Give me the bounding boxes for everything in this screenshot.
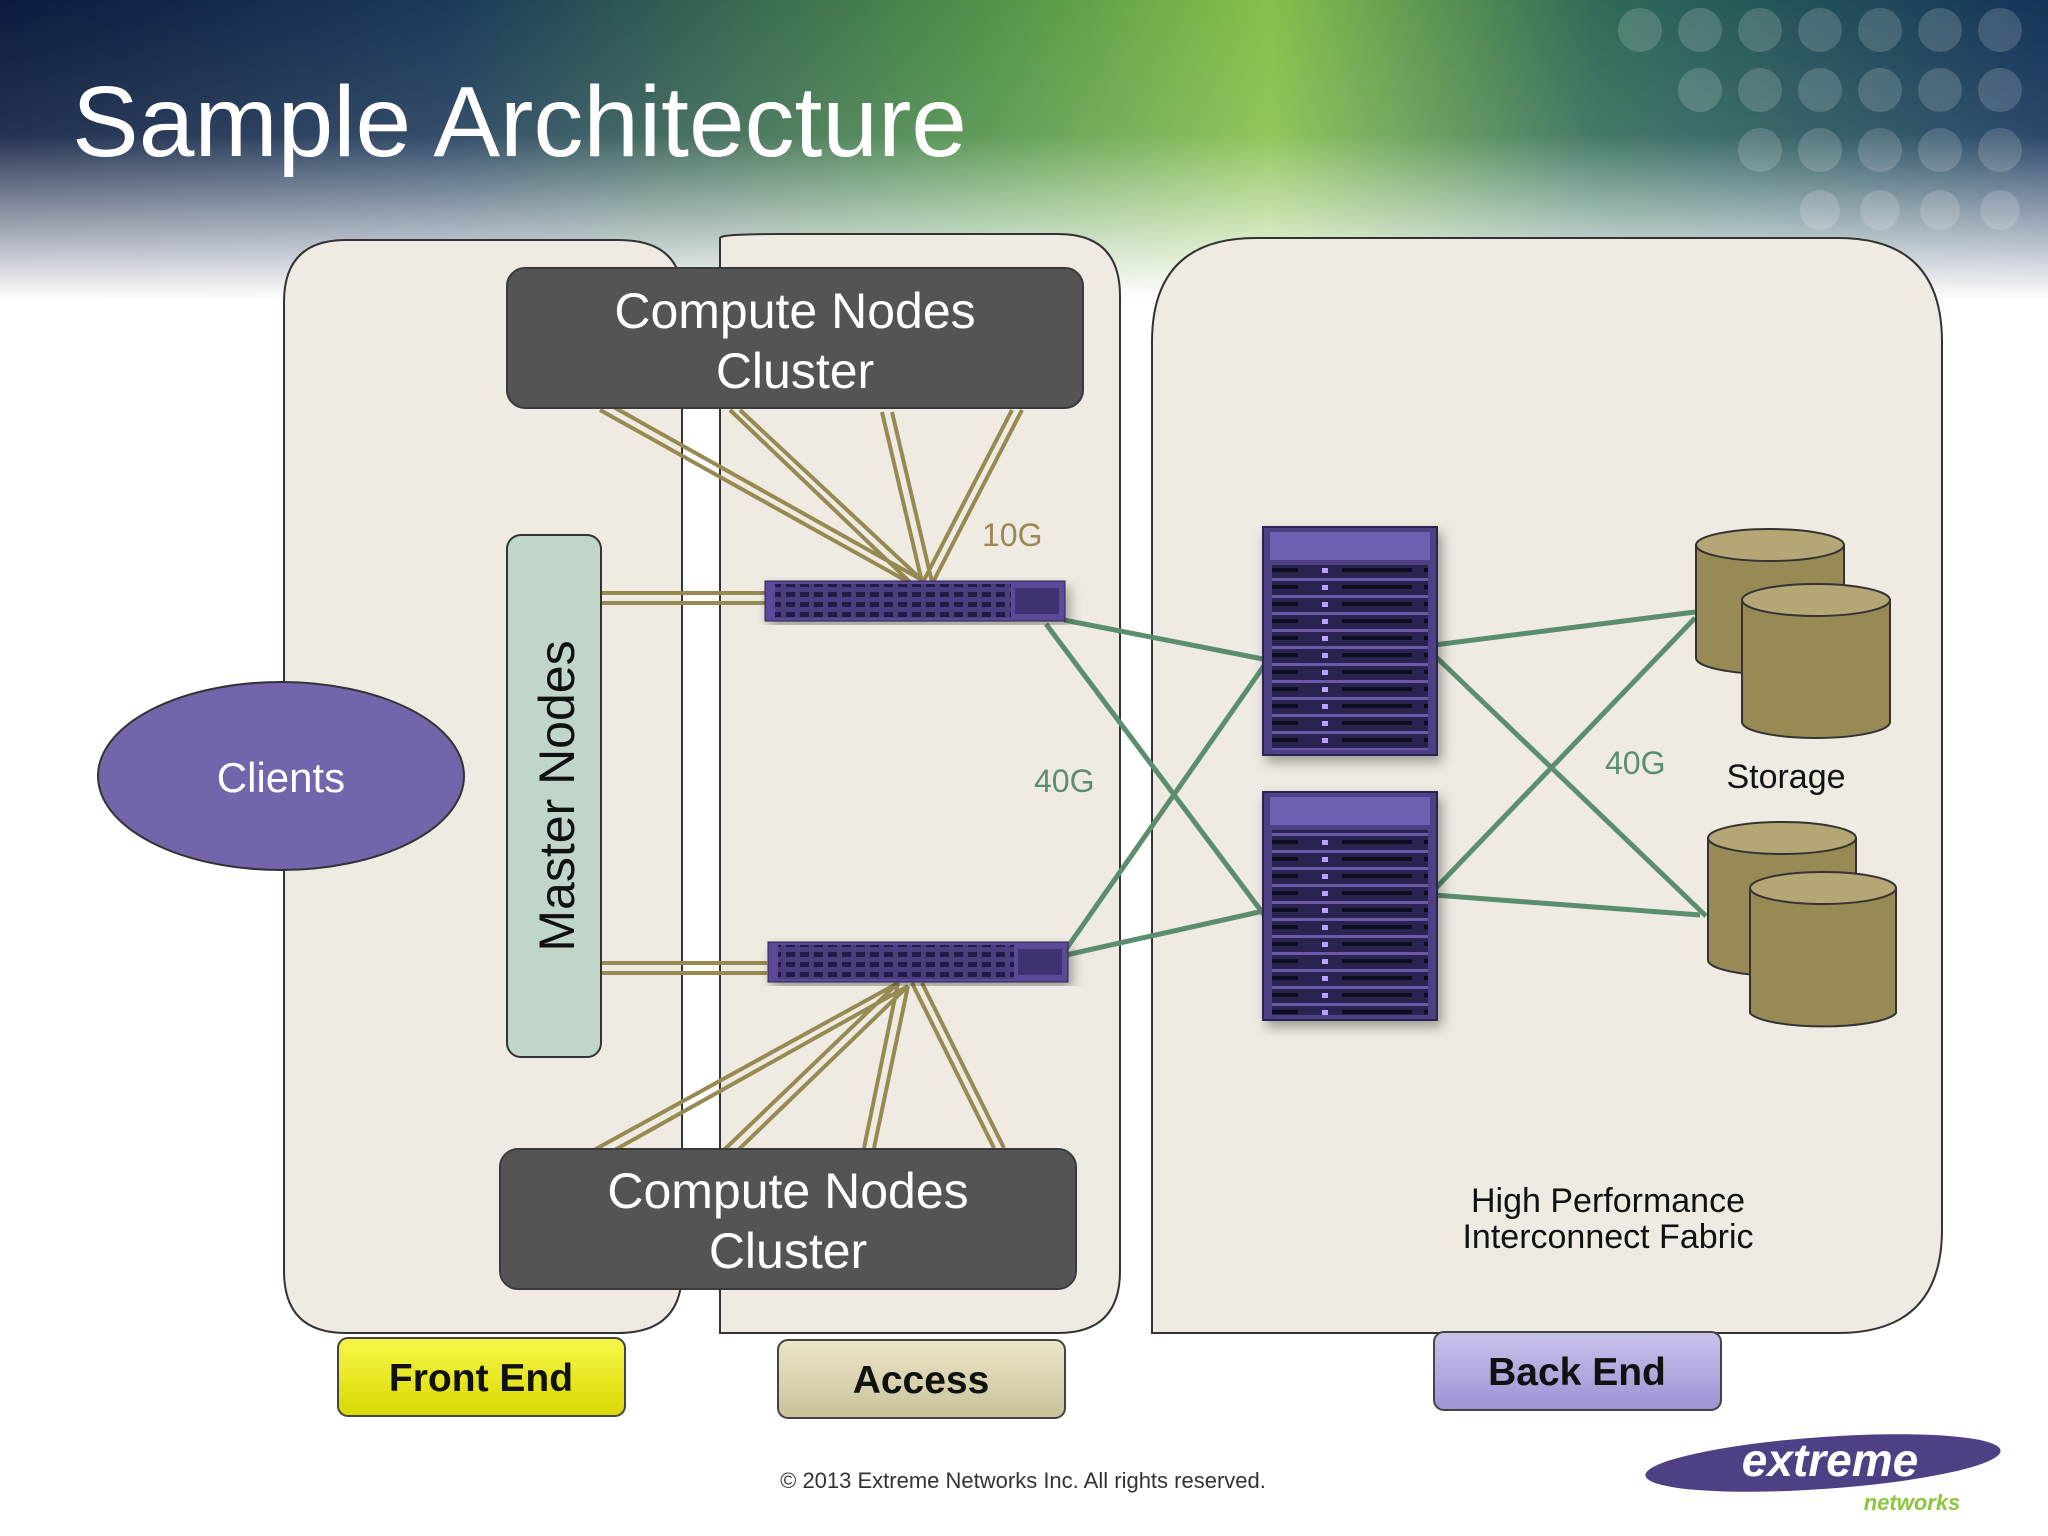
link-40g-access-label: 40G [1034, 763, 1094, 799]
fabric-label-line1: High Performance [1471, 1182, 1745, 1220]
back-end-button-label: Back End [1488, 1351, 1666, 1394]
compute-cluster-top-line2: Cluster [716, 343, 874, 399]
zone-back-end-panel [1151, 237, 1943, 1334]
storage-cylinder [1741, 583, 1891, 739]
compute-cluster-top-line1: Compute Nodes [614, 283, 975, 339]
access-button[interactable]: Access [777, 1339, 1066, 1419]
front-end-button-label: Front End [389, 1357, 573, 1400]
storage-cylinder [1749, 871, 1897, 1028]
back-end-button[interactable]: Back End [1433, 1331, 1722, 1411]
slide-title: Sample Architecture [72, 66, 967, 178]
logo-word-extreme: extreme [1742, 1434, 1918, 1486]
master-nodes-label: Master Nodes [529, 640, 585, 951]
link-40g-backend-label: 40G [1605, 745, 1665, 781]
zone-front-end-panel [283, 239, 683, 1334]
front-end-button[interactable]: Front End [337, 1337, 626, 1417]
access-switch-bottom [767, 941, 1069, 983]
links-40g [1044, 609, 1708, 958]
link-10g-label: 10G [982, 517, 1042, 553]
storage-array-bottom [1707, 821, 1897, 1028]
core-switch-top [1262, 526, 1438, 756]
fabric-label-line2: Interconnect Fabric [1462, 1218, 1753, 1256]
compute-cluster-bottom-line2: Cluster [709, 1223, 867, 1279]
copyright-text: © 2013 Extreme Networks Inc. All rights … [780, 1468, 1266, 1493]
master-nodes: Master Nodes [506, 534, 602, 1058]
access-button-label: Access [853, 1359, 990, 1402]
compute-cluster-bottom-line1: Compute Nodes [607, 1163, 968, 1219]
core-switch-bottom [1262, 791, 1438, 1021]
header-band [0, 0, 2048, 300]
storage-label: Storage [1726, 758, 1845, 796]
storage-array-top [1695, 528, 1891, 739]
access-switch-top [764, 580, 1066, 622]
logo-word-networks: networks [1864, 1490, 1961, 1515]
clients-label: Clients [217, 754, 345, 801]
header-dot-pattern [1618, 8, 2022, 230]
compute-cluster-top: Compute Nodes Cluster [506, 267, 1084, 409]
links-10g [593, 403, 1024, 1158]
compute-cluster-bottom: Compute Nodes Cluster [499, 1148, 1077, 1290]
clients-node: Clients [97, 681, 465, 871]
extreme-networks-logo: extreme networks [1645, 1434, 2001, 1515]
